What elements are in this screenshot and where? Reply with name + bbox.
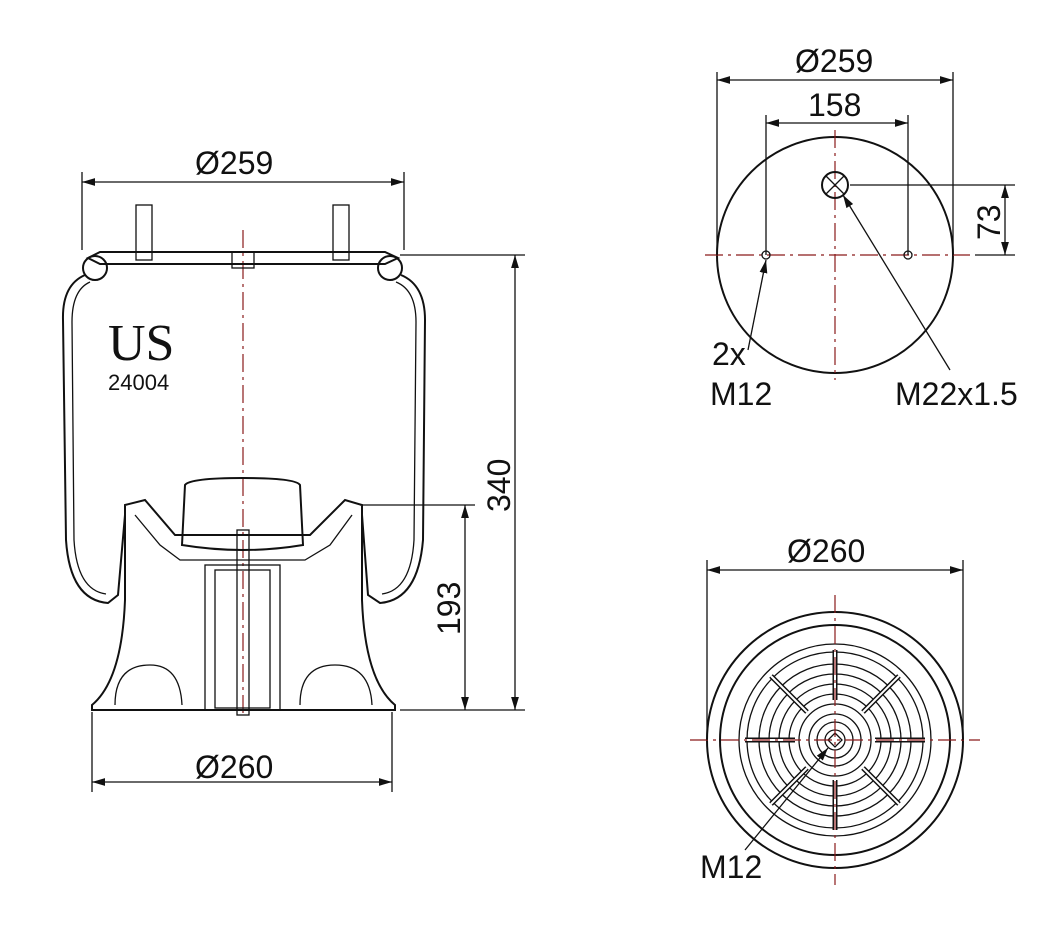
air-fitting: M22x1.5: [895, 376, 1018, 412]
brand-logo: US: [108, 315, 174, 372]
top-view: Ø259 158 73 2x M12 M22x1.5: [705, 43, 1018, 412]
side-view: US 24004 Ø259 Ø260 340 193: [61, 145, 525, 792]
part-number: 24004: [108, 370, 169, 395]
bottom-diameter: Ø260: [787, 533, 865, 569]
height-total: 340: [481, 459, 517, 512]
stud-thread: M12: [710, 376, 772, 412]
height-piston: 193: [431, 582, 467, 635]
offset: 73: [971, 204, 1007, 240]
stud-spacing: 158: [808, 87, 861, 123]
bottom-thread: M12: [700, 849, 762, 885]
side-bottom-diameter: Ø260: [195, 749, 273, 785]
stud-count: 2x: [712, 336, 746, 372]
bottom-view: Ø260 M12: [690, 533, 980, 885]
side-top-diameter: Ø259: [195, 145, 273, 181]
top-diameter: Ø259: [795, 43, 873, 79]
